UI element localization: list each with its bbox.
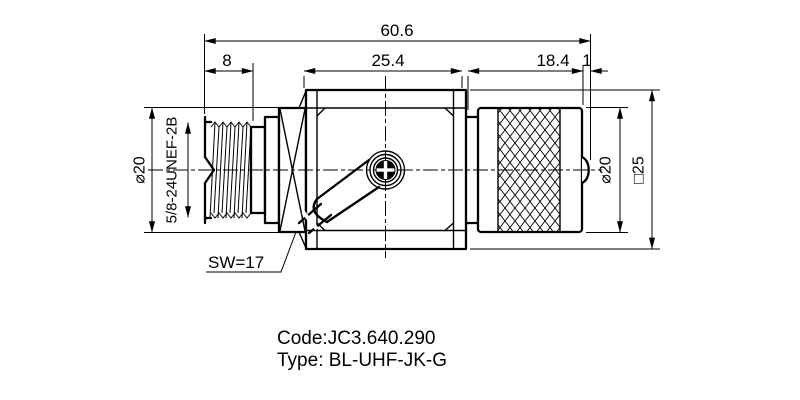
ground-lug-wire [297,158,381,235]
caption: Code:JC3.640.290 Type: BL-UHF-JK-G [277,328,447,371]
dim-body-length-value: 25.4 [371,51,404,70]
dim-pin-tip: 1 [582,51,608,74]
dim-body-length: 25.4 [303,51,463,88]
dim-left-diameter: ⌀20 [132,107,281,233]
label-wrench-size: SW=17 [206,231,297,273]
caption-type: Type: BL-UHF-JK-G [277,350,447,371]
dim-right-diameter-value: ⌀20 [598,156,615,184]
dim-thread-length-value: 8 [222,51,231,70]
dim-total-length: 60.6 [204,21,591,160]
body-corner-chamfers [316,107,455,232]
dim-pin-tip-value: 1 [582,51,591,70]
dim-thread-spec: 5/8-24UNEF-2B [164,117,191,224]
coupling-neck [464,115,480,225]
dim-coupling-length-value: 18.4 [536,51,569,70]
dim-flange-square: □25 [470,89,660,250]
dim-left-diameter-value: ⌀20 [132,156,149,184]
dim-flange-square-value: □25 [631,156,648,184]
caption-code: Code:JC3.640.290 [277,328,435,349]
dim-thread-length: 8 [204,51,254,121]
dim-coupling-length: 18.4 [467,51,584,110]
dim-thread-spec-value: 5/8-24UNEF-2B [164,117,181,224]
label-wrench-size-value: SW=17 [208,253,264,272]
hex-body-chamfers [298,90,307,249]
dim-total-length-value: 60.6 [380,21,413,40]
dim-right-diameter: ⌀20 [586,107,628,233]
grounding-screw [365,150,406,190]
coupling-face [203,115,216,225]
